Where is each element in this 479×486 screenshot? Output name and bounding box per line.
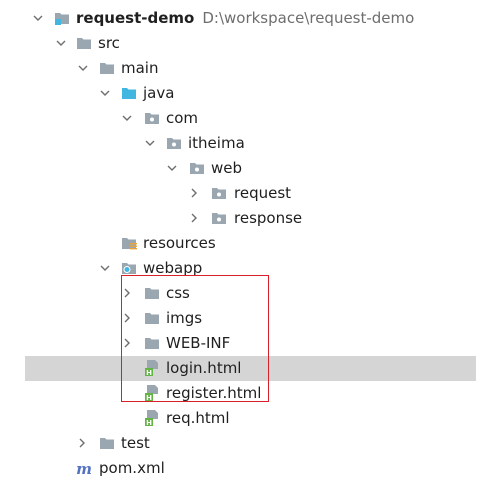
tree-item-label: pom.xml [99, 459, 165, 477]
tree-item-label: register.html [166, 384, 262, 402]
tree-item-label: web [211, 159, 243, 177]
tree-item-label: com [166, 109, 199, 127]
chevron-down-icon[interactable] [99, 87, 111, 99]
tree-item-resources[interactable]: resources [0, 231, 479, 256]
tree-item-label: response [234, 209, 303, 227]
tree-item-label: src [98, 34, 120, 52]
tree-item-test[interactable]: test [0, 431, 479, 456]
folder-icon [144, 310, 161, 326]
tree-item-response[interactable]: response [0, 206, 479, 231]
tree-item-web-inf[interactable]: WEB-INF [0, 331, 479, 356]
tree-item-req-html[interactable]: H req.html [0, 406, 479, 431]
folder-icon [144, 335, 161, 351]
tree-item-css[interactable]: css [0, 281, 479, 306]
folder-icon [99, 435, 116, 451]
html-file-icon: H [144, 385, 161, 401]
folder-icon [76, 35, 93, 51]
tree-item-label: css [166, 284, 190, 302]
tree-item-label: req.html [166, 409, 230, 427]
module-folder-icon [54, 10, 71, 26]
chevron-right-icon[interactable] [76, 437, 88, 449]
source-root-folder-icon [121, 85, 138, 101]
tree-item-label: login.html [166, 359, 242, 377]
resources-folder-icon [121, 235, 138, 251]
tree-item-main[interactable]: main [0, 56, 479, 81]
tree-item-label: request [234, 184, 292, 202]
tree-item-itheima[interactable]: itheima [0, 131, 479, 156]
chevron-down-icon[interactable] [32, 12, 44, 24]
html-file-icon: H [144, 410, 161, 426]
tree-item-pom-xml[interactable]: m pom.xml [0, 456, 479, 481]
tree-item-imgs[interactable]: imgs [0, 306, 479, 331]
chevron-down-icon[interactable] [166, 162, 178, 174]
tree-item-webapp[interactable]: webapp [0, 256, 479, 281]
chevron-down-icon[interactable] [144, 137, 156, 149]
chevron-down-icon[interactable] [55, 37, 67, 49]
tree-item-register-html[interactable]: H register.html [0, 381, 479, 406]
package-icon [211, 210, 228, 226]
tree-item-login-html[interactable]: H login.html [25, 356, 476, 381]
package-icon [144, 110, 161, 126]
web-folder-icon [121, 260, 138, 276]
tree-item-java[interactable]: java [0, 81, 479, 106]
chevron-down-icon[interactable] [77, 62, 89, 74]
tree-item-label: WEB-INF [166, 334, 231, 352]
tree-item-label: main [121, 59, 159, 77]
chevron-right-icon[interactable] [188, 187, 200, 199]
tree-item-label: test [121, 434, 150, 452]
svg-text:H: H [146, 369, 152, 376]
chevron-down-icon[interactable] [121, 112, 133, 124]
tree-item-com[interactable]: com [0, 106, 479, 131]
package-icon [166, 135, 183, 151]
package-icon [211, 185, 228, 201]
svg-text:H: H [146, 394, 152, 401]
maven-icon: m [76, 460, 93, 476]
svg-text:m: m [76, 460, 92, 476]
module-path: D:\workspace\request-demo [202, 9, 415, 27]
chevron-right-icon[interactable] [121, 337, 133, 349]
html-file-icon: H [144, 360, 161, 376]
tree-item-request[interactable]: request [0, 181, 479, 206]
folder-icon [144, 285, 161, 301]
tree-item-web[interactable]: web [0, 156, 479, 181]
tree-item-label: webapp [143, 259, 203, 277]
tree-item-label: itheima [188, 134, 245, 152]
chevron-right-icon[interactable] [121, 287, 133, 299]
tree-item-label: resources [143, 234, 216, 252]
folder-icon [99, 60, 116, 76]
tree-item-label: imgs [166, 309, 203, 327]
svg-text:H: H [146, 419, 152, 426]
tree-item-label: java [143, 84, 175, 102]
tree-item-src[interactable]: src [0, 31, 479, 56]
package-icon [189, 160, 206, 176]
chevron-right-icon[interactable] [121, 312, 133, 324]
chevron-down-icon[interactable] [99, 262, 111, 274]
chevron-right-icon[interactable] [188, 212, 200, 224]
